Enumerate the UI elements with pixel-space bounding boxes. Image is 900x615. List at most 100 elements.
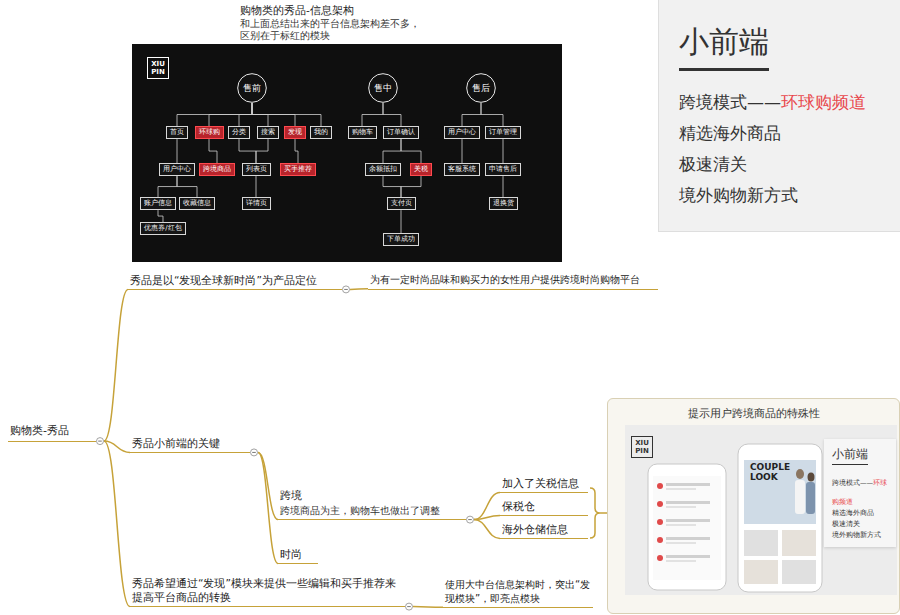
stage-circle: 售中: [368, 73, 398, 103]
module-box: 购物车: [348, 126, 377, 139]
connector: [177, 103, 252, 126]
list-dot: [657, 555, 663, 561]
connector: [362, 103, 383, 126]
callout-ground: [607, 398, 900, 614]
node-text: 优惠券/红包: [144, 224, 181, 233]
node-body-text: 精选海外商品: [679, 118, 900, 149]
node-body-text: 极速清关: [679, 149, 900, 180]
node-body-text: 跨境模式——: [679, 92, 781, 112]
thumbnail: [744, 560, 778, 584]
mindmap-topic: 海外仓储信息: [500, 522, 588, 539]
figure-body: [795, 480, 805, 514]
collapse-toggle: [97, 438, 104, 445]
highlight-box: 发现: [284, 126, 306, 139]
list-dot: [657, 483, 663, 489]
module-box: 订单管理: [485, 126, 521, 139]
connector: [481, 103, 503, 126]
node-text: 提示用户跨境商品的特殊性: [608, 399, 899, 421]
highlight-box: 环球购: [195, 126, 224, 139]
node-text: 跨境商品: [203, 165, 231, 174]
node-body-text: 境外购物新方式: [832, 530, 892, 541]
list-line: [666, 555, 710, 558]
slide-panel: 小前端跨境模式——环球购频道精选海外商品极速清关境外购物新方式: [658, 0, 900, 232]
circle-shape: [467, 74, 496, 103]
circle-shape: [369, 74, 398, 103]
connector: [401, 139, 421, 163]
connector: [295, 139, 298, 163]
connector: [104, 441, 130, 452]
figure-head: [808, 473, 815, 482]
module-box: 首页: [166, 126, 188, 139]
connector: [258, 452, 278, 563]
mindmap-topic: 时尚: [278, 547, 318, 564]
highlight-box: 跨境商品: [199, 163, 235, 176]
node-text: 分类: [232, 128, 246, 137]
node-text: 退换货: [493, 199, 514, 208]
node-text: 环球购: [199, 128, 220, 137]
connector: [383, 103, 401, 126]
connector: [209, 139, 217, 163]
list-dot: [657, 501, 663, 507]
logo-text: XIU PIN: [147, 57, 169, 79]
connector: [158, 176, 177, 197]
stage-circle: 售前: [237, 73, 267, 103]
connector: [209, 103, 252, 126]
node-text: 账户信息: [144, 199, 172, 208]
thumbnail: [744, 530, 778, 556]
node-text: 为有一定时尚品味和购买力的女性用户提供跨境时尚购物平台: [370, 273, 656, 287]
stage-circle: 售后: [466, 73, 496, 103]
module-box: 优惠券/红包: [140, 222, 185, 235]
thumbnail: [782, 560, 816, 584]
node-text: 申请售后: [489, 165, 517, 174]
node-text: 保税仓: [502, 499, 586, 513]
collapse-toggle: [467, 516, 474, 523]
node-text: 海外仓储信息: [502, 522, 586, 536]
toggle-circle: [343, 286, 350, 293]
dark-screenshot: [132, 44, 562, 262]
module-box: 客服系统: [444, 163, 480, 176]
node-body-text: 精选海外商品: [832, 508, 892, 519]
node-text: 购物类-秀品: [10, 424, 94, 439]
connector: [177, 176, 197, 197]
mindmap-topic: 秀品是以“发现全球新时尚”为产品定位: [128, 273, 342, 290]
module-box: 搜索: [257, 126, 279, 139]
toggle-circle: [97, 438, 104, 445]
mindmap-topic: 使用大中台信息架构时，突出“发现模块”，即亮点模块: [443, 578, 593, 608]
node-text: 余额抵扣: [369, 165, 397, 174]
toggle-minus: [98, 441, 102, 442]
highlight-box: 关税: [410, 163, 432, 176]
module-box: 订单确认: [383, 126, 419, 139]
phone-body: [738, 444, 822, 592]
connector: [383, 139, 401, 163]
connector: [474, 515, 500, 519]
connector: [350, 288, 368, 290]
connector: [239, 103, 252, 126]
node-text: 详情页: [246, 199, 267, 208]
node-text: 买手推荐: [284, 165, 312, 174]
list-line: [666, 524, 696, 526]
highlight-box: 买手推荐: [280, 163, 316, 176]
node-text: 下单成功: [387, 235, 415, 244]
module-box: 支付页: [387, 197, 416, 210]
module-box: 用户中心: [159, 163, 195, 176]
logo-text: XIU PIN: [631, 436, 653, 458]
node-text: 客服系统: [448, 165, 476, 174]
collapse-toggle: [251, 449, 258, 456]
module-box: 退换货: [489, 197, 518, 210]
connector: [503, 139, 504, 163]
node-text: 发现: [288, 128, 302, 137]
connector: [256, 176, 257, 197]
connector: [252, 103, 321, 126]
toggle-circle: [251, 449, 258, 456]
node-text: 时尚: [280, 547, 316, 561]
module-box: 下单成功: [383, 233, 419, 246]
note-text: 和上面总结出来的平台信息架构差不多，区别在于标红的模块: [240, 18, 424, 42]
diagram-title: 购物类的秀品-信息架构: [240, 4, 354, 18]
toggle-minus: [468, 519, 472, 520]
list-dot: [657, 537, 663, 543]
node-text: 小前端: [832, 447, 868, 465]
connector: [462, 139, 463, 163]
list-line: [666, 483, 710, 486]
connector: [239, 139, 256, 163]
collapse-toggle: [406, 603, 413, 610]
